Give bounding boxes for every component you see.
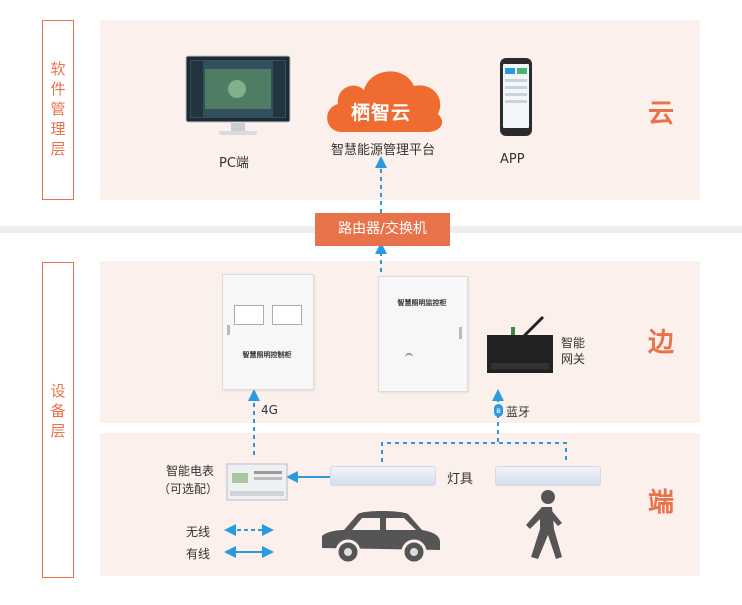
car-icon [318, 508, 444, 565]
app-label: APP [500, 152, 525, 167]
pc-label: PC端 [219, 156, 249, 171]
gateway-icon [485, 315, 557, 375]
platform-label: 智慧能源管理平台 [331, 143, 436, 158]
cabinet-1-title: 智慧照明控制柜 [242, 351, 292, 359]
line-lamps-bus [381, 442, 567, 462]
cloud-logo-icon [320, 62, 448, 134]
side-label-software: 软件管理层 [42, 20, 74, 200]
smart-meter-icon [226, 463, 288, 501]
meter-label: 智能电表 [166, 464, 215, 478]
end-band [100, 433, 700, 576]
lamp-tube-2 [495, 466, 601, 486]
layer-end-label: 端 [648, 488, 675, 518]
gateway-label: 智能网关 [561, 336, 586, 366]
cloud-logo-text: 栖智云 [351, 102, 412, 124]
legend-wireless-label: 无线 [186, 525, 211, 539]
control-cabinet-1 [222, 274, 314, 390]
lamp-tube-1 [330, 466, 436, 486]
phone-icon [499, 57, 533, 137]
lamp-label: 灯具 [447, 472, 474, 487]
cabinet-2-title: 智慧照明监控柜 [397, 299, 447, 307]
legend-wired-label: 有线 [186, 547, 211, 561]
layer-cloud-label: 云 [648, 99, 675, 129]
side-label-device: 设备层 [42, 262, 74, 578]
layer-edge-label: 边 [648, 328, 675, 358]
pedestrian-icon [520, 489, 566, 561]
bluetooth-icon: ʙ [494, 404, 503, 417]
pc-monitor-icon [185, 55, 291, 137]
label-bluetooth: 蓝牙 [506, 405, 531, 419]
router-switch-label: 路由器/交换机 [338, 221, 427, 237]
monitor-cabinet-2 [378, 276, 468, 392]
side-label-software-text: 软件管理层 [50, 60, 66, 158]
label-4g: 4G [261, 403, 278, 417]
meter-optional-label: （可选配） [158, 482, 219, 496]
router-switch-box [315, 213, 450, 246]
side-label-device-text: 设备层 [50, 382, 66, 440]
